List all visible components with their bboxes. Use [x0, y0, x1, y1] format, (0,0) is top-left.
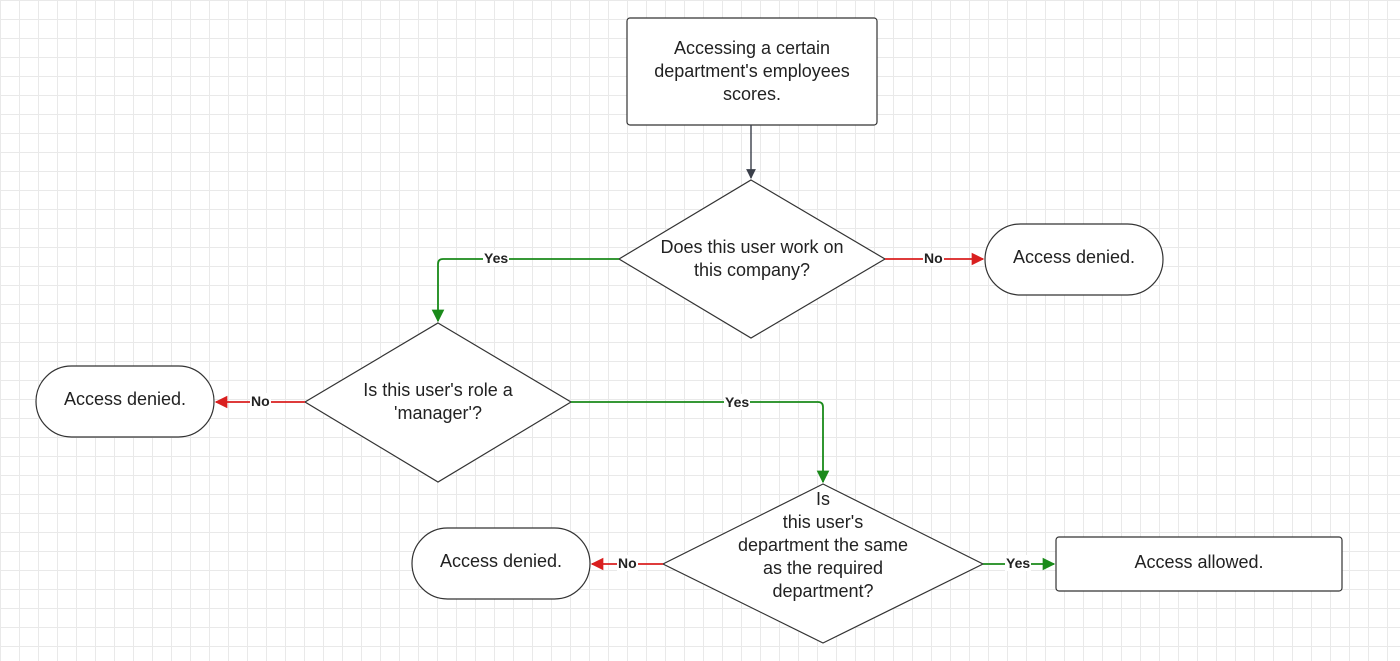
company-yes-label: Yes: [483, 250, 510, 266]
start-box: [626, 17, 878, 126]
company-decision: [617, 179, 887, 339]
manager-question-text: Is this user's role a 'manager'?: [363, 380, 513, 423]
company-question-text: Does this user work on this company?: [660, 237, 844, 280]
manager-yes-arrow: [571, 401, 830, 484]
company-yes-arrow: [431, 258, 619, 323]
denied-text-2: Access denied.: [63, 389, 187, 409]
denied-terminal-3: [411, 527, 591, 600]
department-yes-label: Yes: [1005, 555, 1032, 571]
manager-decision: [303, 322, 573, 483]
manager-yes-label: Yes: [724, 394, 751, 410]
denied-terminal-1: [984, 223, 1164, 296]
allowed-text: Access allowed.: [1134, 551, 1264, 572]
department-decision: [661, 483, 985, 644]
denied-terminal-2: [35, 365, 215, 438]
department-question-text: Is this user's department the same as th…: [737, 488, 909, 601]
company-no-label: No: [923, 250, 944, 266]
manager-no-label: No: [250, 393, 271, 409]
department-no-label: No: [617, 555, 638, 571]
denied-text-1: Access denied.: [1012, 247, 1136, 267]
denied-text-3: Access denied.: [439, 551, 563, 571]
allowed-box: [1055, 536, 1343, 592]
start-text: Accessing a certain department's employe…: [654, 38, 850, 104]
